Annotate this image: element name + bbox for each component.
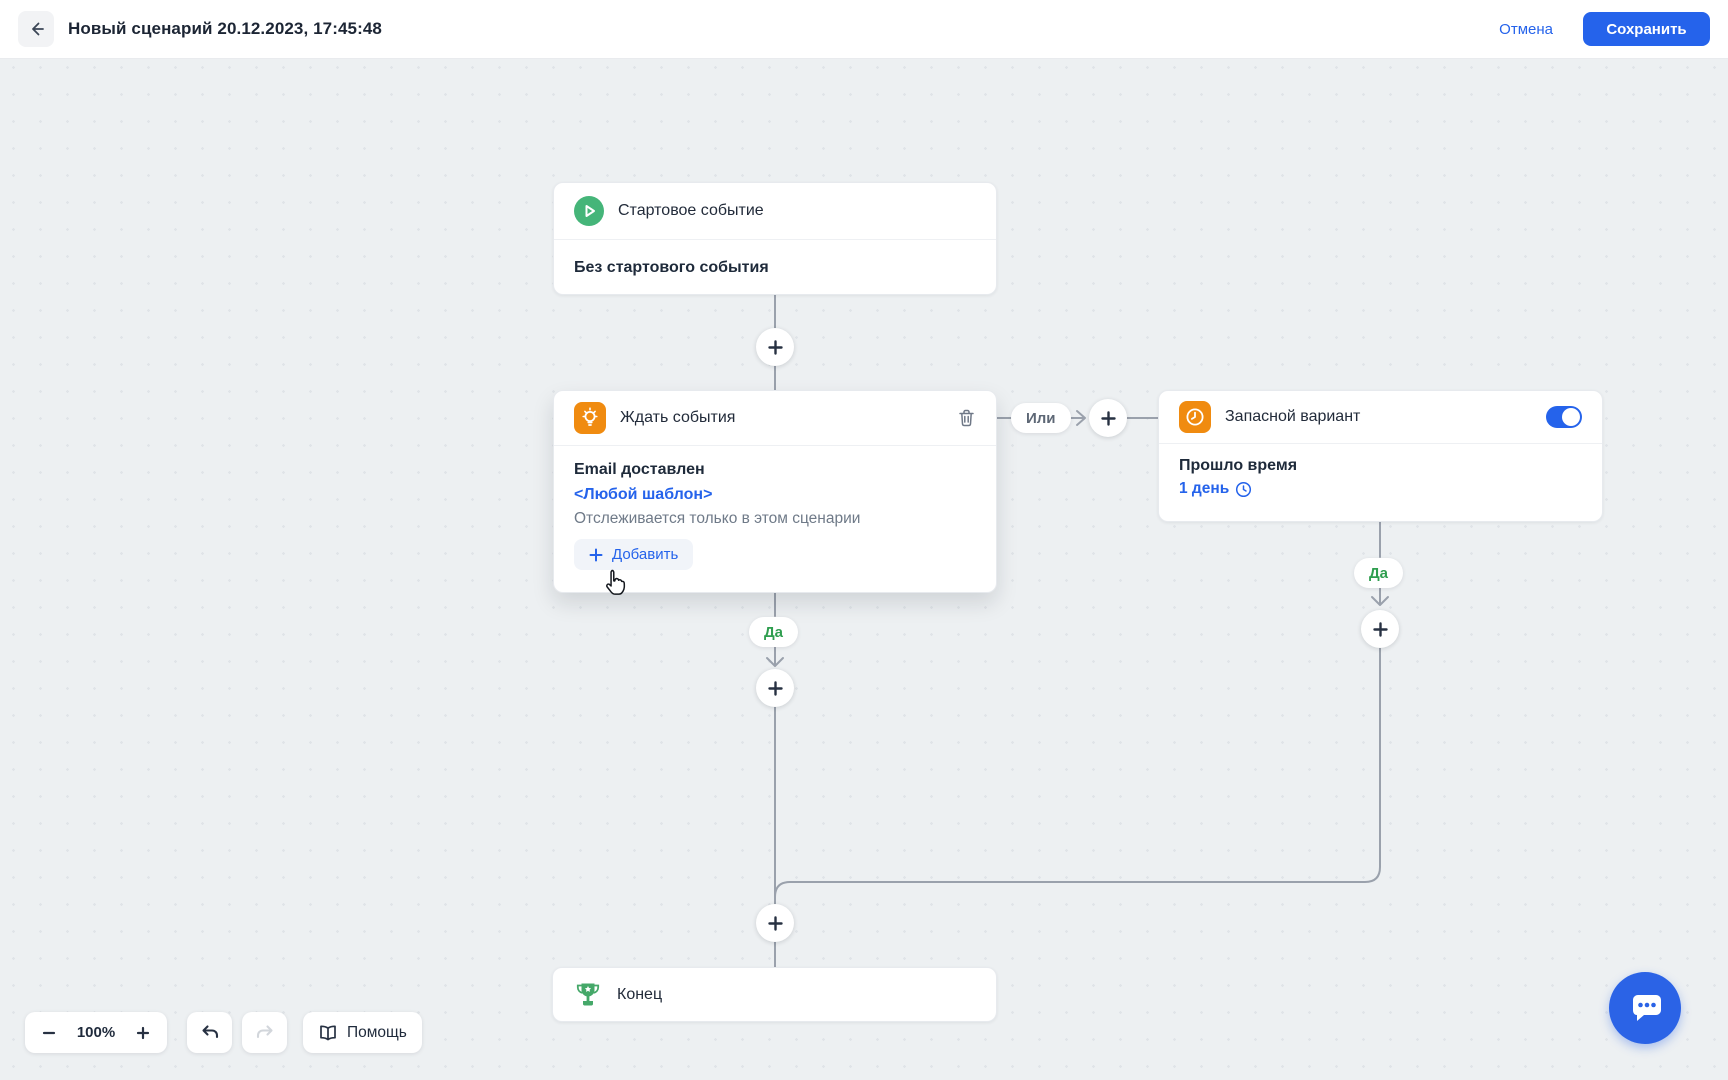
fallback-card[interactable]: Запасной вариант Прошло время 1 день <box>1158 390 1603 522</box>
trophy-icon <box>576 983 600 1005</box>
plus-icon <box>136 1026 150 1039</box>
clock-outline-icon <box>1236 481 1252 497</box>
zoom-out-button[interactable] <box>38 1022 60 1044</box>
play-icon <box>574 196 604 226</box>
open-book-icon <box>320 1024 336 1040</box>
wait-event-card[interactable]: Ждать события Email доставлен <Любой шаб… <box>553 390 997 593</box>
save-button[interactable]: Сохранить <box>1583 12 1710 46</box>
zoom-control: 100% <box>25 1012 167 1053</box>
fallback-condition: Прошло время <box>1179 457 1298 474</box>
wait-card-title: Ждать события <box>620 409 736 426</box>
start-card-body: Без стартового события <box>554 240 996 295</box>
start-event-card[interactable]: Стартовое событие Без стартового события <box>553 182 997 295</box>
clock-icon <box>1179 401 1211 433</box>
add-step-button-top[interactable] <box>756 328 794 366</box>
back-button[interactable] <box>18 11 54 47</box>
toggle-knob <box>1562 408 1580 426</box>
fallback-card-body: Прошло время 1 день <box>1159 444 1602 498</box>
fallback-card-header: Запасной вариант <box>1159 391 1602 444</box>
cancel-button[interactable]: Отмена <box>1499 20 1553 38</box>
wait-note: Отслеживается только в этом сценарии <box>574 510 861 527</box>
end-card[interactable]: Конец <box>552 967 997 1022</box>
page-title: Новый сценарий 20.12.2023, 17:45:48 <box>68 19 382 38</box>
yes-branch-label-left: Да <box>749 617 799 647</box>
trash-icon <box>959 409 974 427</box>
redo-arrow-icon <box>256 1024 273 1038</box>
zoom-level-value: 100% <box>76 1024 116 1041</box>
duration-value: 1 день <box>1179 480 1230 497</box>
plus-icon <box>1100 410 1116 426</box>
end-card-title: Конец <box>617 985 663 1003</box>
plus-icon <box>767 339 783 355</box>
wait-card-header: Ждать события <box>554 391 996 446</box>
yes-branch-label-right: Да <box>1354 558 1404 588</box>
minus-icon <box>42 1031 56 1034</box>
fallback-card-title: Запасной вариант <box>1225 408 1361 425</box>
start-card-title: Стартовое событие <box>618 202 764 219</box>
plus-icon <box>767 915 783 931</box>
plus-icon <box>589 548 603 561</box>
chat-bubble-icon <box>1633 995 1661 1021</box>
add-step-button-right-branch[interactable] <box>1361 610 1399 648</box>
fallback-toggle[interactable] <box>1546 406 1582 428</box>
add-condition-button[interactable]: Добавить <box>574 539 694 570</box>
plus-icon <box>767 680 783 696</box>
lightbulb-icon <box>574 402 606 434</box>
template-link[interactable]: <Любой шаблон> <box>574 486 713 503</box>
undo-button[interactable] <box>187 1012 232 1053</box>
add-step-button-bottom[interactable] <box>756 904 794 942</box>
arrow-left-icon <box>32 22 44 36</box>
delete-step-button[interactable] <box>957 408 976 428</box>
add-step-button-or[interactable] <box>1089 399 1127 437</box>
or-branch-label: Или <box>1011 403 1071 433</box>
add-step-button-left-branch[interactable] <box>756 669 794 707</box>
wait-card-body: Email доставлен <Любой шаблон> Отслежива… <box>554 446 996 570</box>
start-card-header: Стартовое событие <box>554 183 996 240</box>
plus-icon <box>1372 621 1388 637</box>
start-card-value: Без стартового события <box>574 258 769 276</box>
help-button-label: Помощь <box>347 1023 407 1041</box>
add-button-label: Добавить <box>612 546 679 563</box>
wait-event-name: Email доставлен <box>574 461 705 478</box>
duration-setting[interactable]: 1 день <box>1179 480 1582 498</box>
zoom-in-button[interactable] <box>132 1022 154 1044</box>
help-button[interactable]: Помощь <box>303 1012 422 1053</box>
undo-arrow-icon <box>201 1024 218 1038</box>
support-chat-button[interactable] <box>1609 972 1681 1044</box>
top-bar: Новый сценарий 20.12.2023, 17:45:48 Отме… <box>0 0 1728 59</box>
redo-button[interactable] <box>242 1012 287 1053</box>
